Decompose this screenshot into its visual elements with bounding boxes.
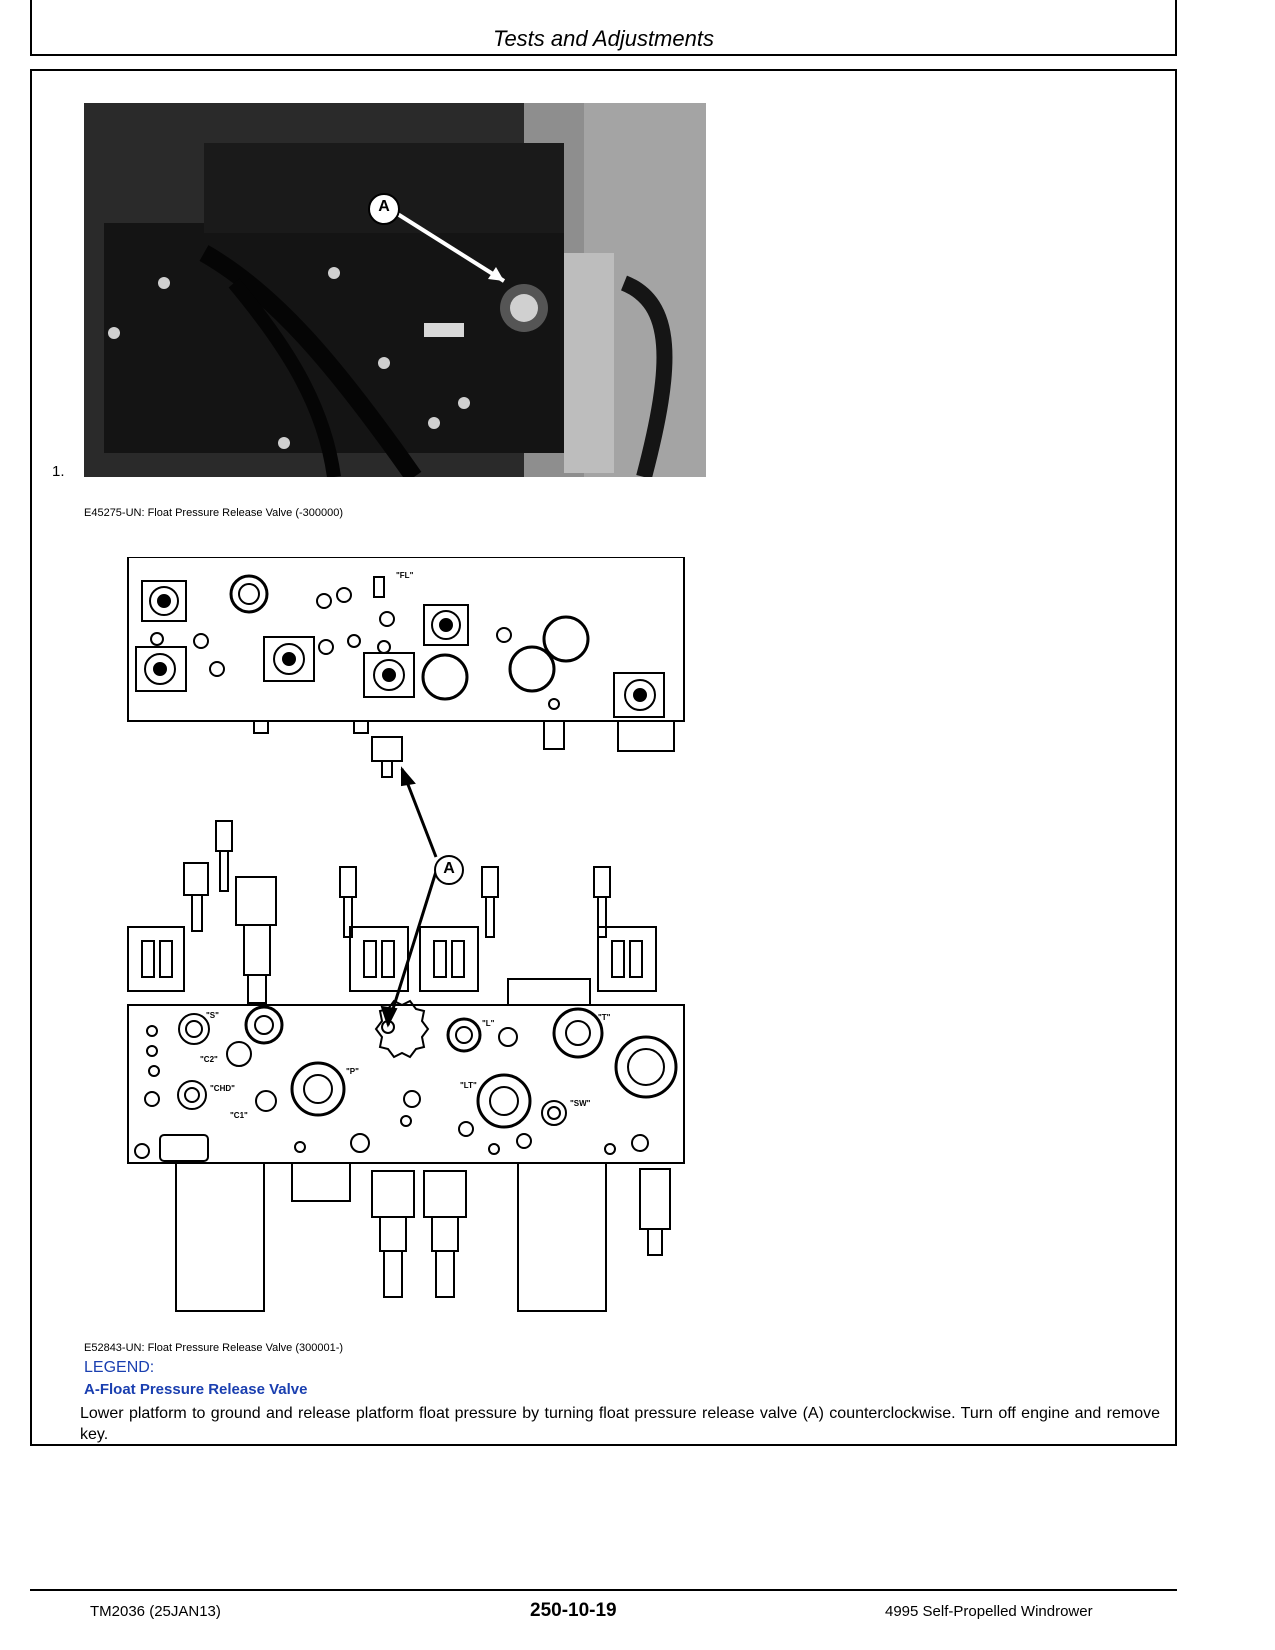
valve-photo: A — [84, 103, 706, 477]
valve-diagram-drawing — [127, 556, 685, 1312]
port-label-p: "P" — [346, 1067, 359, 1076]
port-label-lt: "LT" — [460, 1081, 477, 1090]
port-label-c2: "C2" — [200, 1055, 218, 1064]
step-number: 1. — [52, 463, 65, 480]
port-label-chd: "CHD" — [210, 1084, 235, 1093]
port-label-fl: "FL" — [396, 571, 414, 580]
figure2-caption: E52843-UN: Float Pressure Release Valve … — [84, 1342, 344, 1354]
content-frame: 1. A E45275-UN: Flo — [30, 69, 1177, 1446]
port-label-c1: "C1" — [230, 1111, 248, 1120]
footer-page-number: 250-10-19 — [530, 1600, 617, 1621]
footer-divider — [30, 1589, 1177, 1591]
figure1-caption: E45275-UN: Float Pressure Release Valve … — [84, 507, 344, 519]
page-header-title: Tests and Adjustments — [493, 26, 714, 51]
legend-label: LEGEND: — [84, 1359, 155, 1376]
port-label-sw: "SW" — [570, 1099, 591, 1108]
port-label-s: "S" — [206, 1011, 219, 1020]
valve-diagram: A "FL" "S" "C2" "CHD" "C1" "P" "L" "T" "… — [84, 556, 734, 1327]
port-label-t: "T" — [598, 1013, 611, 1022]
photo-callout-a: A — [378, 198, 390, 215]
page-header: Tests and Adjustments — [30, 0, 1177, 56]
port-label-l: "L" — [482, 1019, 495, 1028]
valve-photo-drawing — [84, 103, 706, 477]
footer-manual-id: TM2036 (25JAN13) — [90, 1603, 221, 1620]
footer-machine-name: 4995 Self-Propelled Windrower — [885, 1603, 1093, 1620]
diagram-callout-a: A — [443, 860, 455, 877]
instruction-text: Lower platform to ground and release pla… — [80, 1405, 1160, 1443]
legend-item-a: A-Float Pressure Release Valve — [84, 1381, 308, 1398]
